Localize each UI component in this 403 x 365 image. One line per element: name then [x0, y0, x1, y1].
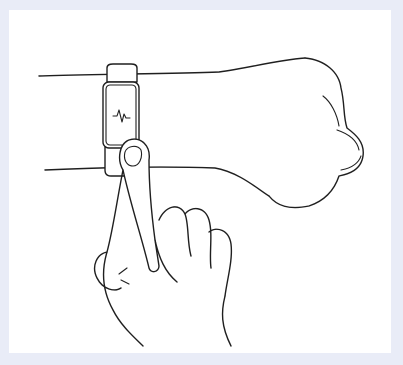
forearm-and-fist — [39, 58, 363, 208]
tracker-pod — [103, 82, 139, 148]
wrist-band-illustration — [9, 10, 391, 353]
illustration-panel — [9, 10, 391, 353]
